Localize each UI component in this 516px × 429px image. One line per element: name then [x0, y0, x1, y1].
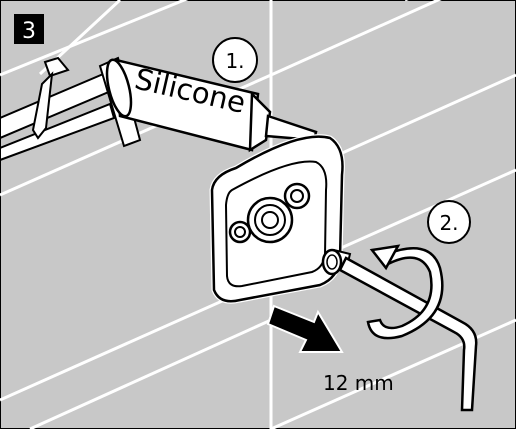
callout-step-one: 1.: [212, 37, 258, 83]
callout-two-label: 2.: [439, 211, 458, 235]
step-number: 3: [22, 19, 36, 44]
callout-one-label: 1.: [225, 49, 244, 73]
wall-plate: [209, 134, 345, 304]
silicone-gun-icon: Silicone: [0, 56, 318, 162]
allen-key-icon: [321, 248, 478, 412]
callout-step-two: 2.: [427, 200, 471, 244]
direction-arrow-icon: [266, 304, 344, 353]
distance-label: 12 mm: [323, 371, 394, 395]
step-badge: 3: [14, 14, 44, 44]
rotate-arrow-icon: [366, 244, 444, 340]
